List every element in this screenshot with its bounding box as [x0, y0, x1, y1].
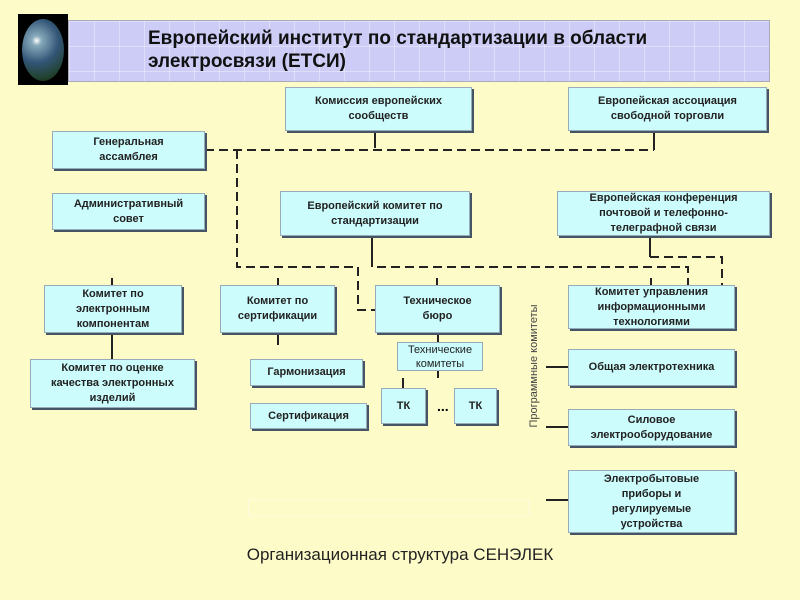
ellipsis: ... — [437, 398, 449, 414]
general-assembly-box: Генеральная ассамблея — [52, 131, 205, 169]
harmonization-box: Гармонизация — [250, 359, 363, 386]
efta-box: Европейская ассоциация свободной торговл… — [568, 87, 767, 131]
globe-icon — [18, 14, 68, 85]
slide-title: Европейский институт по стандартизации в… — [148, 28, 648, 72]
general-electrotech-box: Общая электротехника — [568, 349, 735, 386]
technical-committees-box: Технические комитеты — [397, 342, 483, 371]
technical-bureau-box: Техническое бюро — [375, 285, 500, 333]
tc-box: ТК — [454, 388, 497, 424]
faint-frame — [248, 499, 530, 516]
cept-box: Европейская конференция почтовой и телеф… — [557, 191, 770, 236]
tc-box: ТК — [381, 388, 426, 424]
quality-assessment-box: Комитет по оценке качества электронных и… — [30, 359, 195, 408]
programme-committees-label: Программные комитеты — [528, 304, 540, 428]
caption: Организационная структура СЕНЭЛЕК — [246, 545, 554, 564]
power-equipment-box: Силовое электрооборудование — [568, 409, 735, 446]
title-banner — [68, 20, 770, 82]
admin-council-box: Административный совет — [52, 193, 205, 230]
electronic-components-box: Комитет по электронным компонентам — [44, 285, 182, 333]
cen-box: Европейский комитет по стандартизации — [280, 191, 470, 236]
certification-box: Сертификация — [250, 403, 367, 429]
household-appliances-box: Электробытовые приборы и регулируемые ус… — [568, 470, 735, 533]
it-committee-box: Комитет управления информационными техно… — [568, 285, 735, 329]
certification-committee-box: Комитет по сертификации — [220, 285, 335, 333]
commission-box: Комиссия европейских сообществ — [285, 87, 472, 131]
